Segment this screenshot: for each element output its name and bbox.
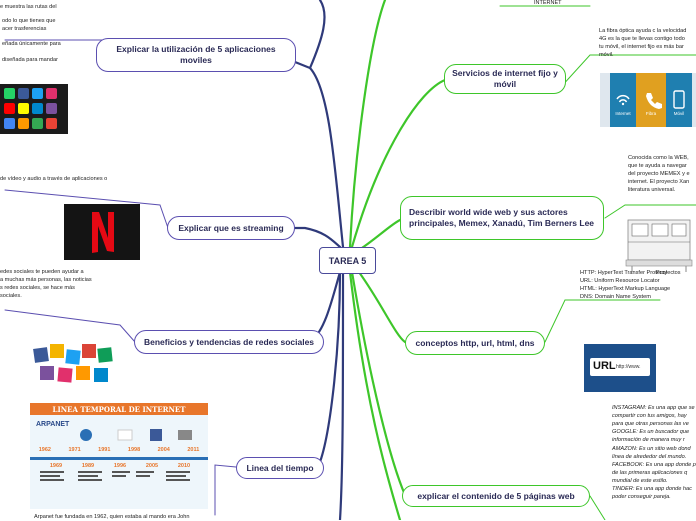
url-bar [590, 358, 650, 376]
note-line: eñada únicamente para [2, 41, 61, 47]
projects-caption: Proyectos [656, 270, 681, 276]
branch-top-right [348, 0, 387, 249]
internet-services-image: Internet Fibra Móvil [600, 73, 696, 127]
timeline-image: LINEA TEMPORAL DE INTERNET ARPANET 1962 … [30, 403, 208, 509]
tile-label: Internet [615, 111, 631, 116]
year-label: 2005 [145, 463, 159, 469]
topic-http-url-html-dns[interactable]: conceptos http, url, html, dns [405, 331, 545, 355]
branch-concepts [354, 266, 407, 344]
tile-label: Móvil [673, 111, 685, 116]
sub-timeline [214, 464, 237, 516]
year-label: 1971 [68, 447, 81, 453]
timeline-years-top: 1962 1971 1991 1998 2004 2011 [30, 447, 208, 453]
note-www: Conocida como la WEB, que te ayuda a nav… [628, 155, 690, 194]
branch-streaming [288, 226, 342, 249]
topic-world-wide-web[interactable]: Describir world wide web y sus actores p… [400, 196, 604, 240]
branch-bottom-right [348, 270, 402, 520]
topic-social-networks[interactable]: Beneficios y tendencias de redes sociale… [134, 330, 324, 354]
note-line: acer trasferencias [2, 26, 47, 32]
branch-pages [350, 270, 407, 497]
social-collage-icon [33, 344, 113, 383]
year-label: 1996 [113, 463, 127, 469]
timeline-icons [40, 429, 192, 481]
note-services: La fibra óptica ayuda c la velocidad 4G … [599, 28, 687, 59]
branch-timeline [316, 270, 342, 469]
sub-services [559, 54, 696, 89]
tile-movil [666, 73, 692, 127]
netflix-image [64, 204, 140, 260]
year-label: 2011 [187, 447, 200, 453]
branch-apps-top [308, 0, 326, 70]
central-topic[interactable]: TAREA 5 [319, 247, 376, 274]
timeline-title: LINEA TEMPORAL DE INTERNET [30, 403, 208, 415]
phone-icon [646, 93, 662, 109]
sub-concepts [544, 299, 661, 343]
year-label: 1991 [98, 447, 111, 453]
year-label: 1989 [81, 463, 95, 469]
note-line: e muestra las rutas del [0, 4, 57, 10]
sub-social [4, 309, 136, 343]
url-image: URL http://www. [584, 344, 656, 392]
sub-pages [589, 495, 606, 520]
sub-streaming [4, 189, 169, 229]
netflix-logo-icon [64, 204, 140, 260]
label-internet-top: INTERNET [534, 0, 562, 6]
year-label: 1962 [38, 447, 51, 453]
year-label: 2004 [157, 447, 170, 453]
timeline-years-bottom: 1969 1989 1996 2005 2010 [40, 463, 200, 469]
topic-mobile-apps[interactable]: Explicar la utilización de 5 aplicacione… [96, 38, 296, 72]
branch-services [350, 78, 447, 249]
year-label: 1969 [49, 463, 63, 469]
projects-image: Proyectos [622, 210, 696, 282]
mobile-icon [673, 90, 685, 109]
branch-bottom [338, 270, 345, 520]
url-subtext: http://www. [616, 364, 641, 370]
note-line: diseñada para mandar [2, 57, 58, 63]
topic-internet-services[interactable]: Servicios de internet fijo y móvil [444, 64, 566, 94]
year-label: 1998 [127, 447, 141, 453]
app-icons-grid [0, 84, 68, 134]
note-streaming: de vídeo y audio a través de aplicacione… [0, 176, 108, 182]
wifi-icon [616, 94, 630, 103]
projects-drawing [625, 219, 693, 272]
branch-apps [293, 60, 345, 249]
topic-streaming[interactable]: Explicar que es streaming [167, 216, 295, 240]
note-social: edes sociales te pueden ayudar a a mucha… [0, 269, 92, 300]
note-line: odo lo que tienes que [2, 18, 56, 24]
timeline-axis [30, 457, 208, 460]
timeline-arpanet: ARPANET [36, 421, 70, 428]
tile-label: Fibra [645, 111, 657, 116]
mobile-apps-image [0, 84, 68, 134]
note-websites: INSTAGRAM: Es una app que se compartir c… [612, 405, 696, 501]
topic-timeline[interactable]: Linea del tiempo [236, 457, 324, 479]
tile-labels: Internet Fibra Móvil [610, 111, 692, 116]
url-text: URL [593, 360, 616, 372]
service-icons [616, 90, 685, 109]
sub-www [604, 204, 696, 219]
note-timeline: Arpanet fue fundada en 1962, quien estab… [34, 514, 190, 520]
social-image [32, 342, 122, 386]
note-concepts: HTTP: HyperText Transfer Protocol URL: U… [580, 270, 671, 301]
year-label: 2010 [177, 463, 191, 469]
topic-five-websites[interactable]: explicar el contenido de 5 páginas web [402, 485, 590, 507]
